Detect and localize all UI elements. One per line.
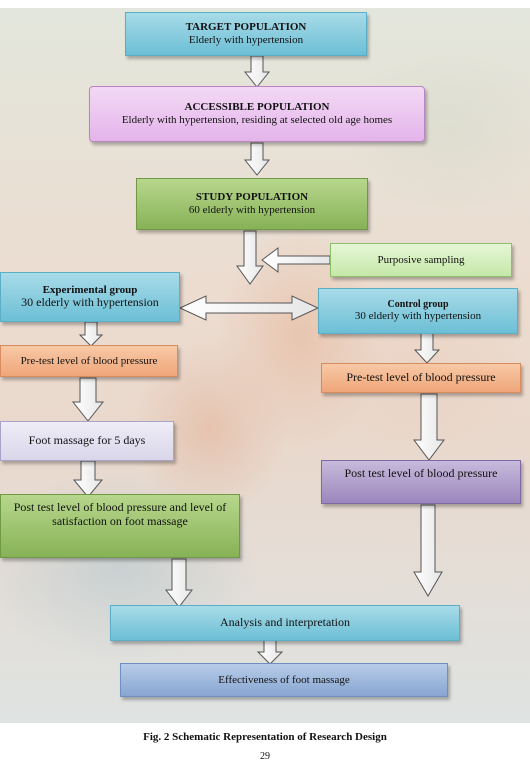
control-group-box: Control group 30 elderly with hypertensi…	[318, 288, 518, 334]
control-pretest-text: Pre-test level of blood pressure	[346, 370, 496, 385]
study-population-text: 60 elderly with hypertension	[188, 204, 316, 216]
effectiveness-box: Effectiveness of foot massage	[120, 663, 448, 697]
accessible-population-text: Elderly with hypertension, residing at s…	[121, 114, 393, 126]
target-population-box: TARGET POPULATION Elderly with hypertens…	[125, 12, 367, 56]
analysis-text: Analysis and interpretation	[220, 615, 350, 630]
control-group-title: Control group	[387, 298, 449, 310]
control-posttest-text: Post test level of blood pressure	[344, 466, 498, 480]
experimental-pretest-text: Pre-test level of blood pressure	[20, 354, 158, 367]
analysis-box: Analysis and interpretation	[110, 605, 460, 641]
experimental-pretest-box: Pre-test level of blood pressure	[0, 345, 178, 377]
page-number: 29	[260, 751, 270, 762]
accessible-population-box: ACCESSIBLE POPULATION Elderly with hyper…	[89, 86, 425, 142]
control-pretest-box: Pre-test level of blood pressure	[321, 363, 521, 393]
accessible-population-title: ACCESSIBLE POPULATION	[184, 101, 330, 114]
experimental-posttest-text: Post test level of blood pressure and le…	[13, 500, 227, 528]
study-population-box: STUDY POPULATION 60 elderly with hyperte…	[136, 178, 368, 230]
experimental-group-title: Experimental group	[42, 283, 138, 296]
study-population-title: STUDY POPULATION	[195, 191, 309, 204]
experimental-group-text: 30 elderly with hypertension	[21, 295, 159, 310]
foot-massage-box: Foot massage for 5 days	[0, 421, 174, 461]
foot-massage-text: Foot massage for 5 days	[28, 433, 146, 448]
effectiveness-text: Effectiveness of foot massage	[218, 673, 350, 686]
purposive-sampling-box: Purposive sampling	[330, 243, 512, 277]
purposive-sampling-text: Purposive sampling	[377, 253, 465, 266]
target-population-text: Elderly with hypertension	[188, 34, 304, 46]
control-group-text: 30 elderly with hypertension	[354, 310, 482, 323]
control-posttest-box: Post test level of blood pressure	[321, 460, 521, 504]
figure-caption: Fig. 2 Schematic Representation of Resea…	[143, 731, 387, 743]
experimental-posttest-box: Post test level of blood pressure and le…	[0, 494, 240, 558]
experimental-group-box: Experimental group 30 elderly with hyper…	[0, 272, 180, 322]
target-population-title: TARGET POPULATION	[185, 21, 307, 34]
